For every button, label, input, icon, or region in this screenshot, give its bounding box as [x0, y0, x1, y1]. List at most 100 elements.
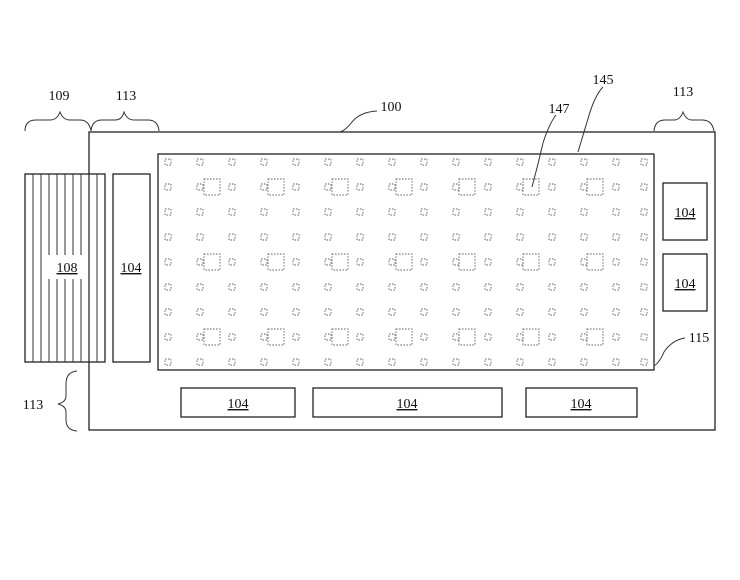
pixel-site	[324, 308, 332, 316]
led-element	[458, 253, 476, 271]
pixel-site	[388, 333, 396, 341]
pixel-site	[484, 208, 492, 216]
pixel-site	[356, 183, 364, 191]
pixel-site	[548, 183, 556, 191]
pixel-site	[640, 183, 648, 191]
pixel-site	[196, 208, 204, 216]
pixel-site	[484, 183, 492, 191]
pixel-site	[324, 258, 332, 266]
led-element	[267, 328, 285, 346]
pixel-site	[260, 308, 268, 316]
pixel-site	[640, 333, 648, 341]
led-element	[586, 253, 604, 271]
pixel-site	[452, 283, 460, 291]
pixel-site	[640, 208, 648, 216]
brace-113-top-left	[90, 110, 160, 132]
led-element	[267, 178, 285, 196]
chip-104-bottom-right: 104	[525, 387, 638, 418]
pixel-site	[516, 158, 524, 166]
pixel-site	[580, 358, 588, 366]
pixel-site	[580, 258, 588, 266]
pixel-site	[196, 258, 204, 266]
pixel-site	[324, 158, 332, 166]
pixel-site	[260, 358, 268, 366]
chip-104-left: 104	[112, 173, 151, 363]
pixel-site	[228, 208, 236, 216]
pixel-site	[612, 183, 620, 191]
led-element	[395, 328, 413, 346]
led-element	[267, 253, 285, 271]
pixel-site	[640, 308, 648, 316]
pixel-site	[196, 233, 204, 241]
pixel-site	[292, 158, 300, 166]
led-element	[522, 178, 540, 196]
pixel-site	[292, 258, 300, 266]
brace-113-left	[57, 370, 78, 432]
label-113-left: 113	[23, 398, 43, 413]
pixel-site	[580, 183, 588, 191]
pixel-site	[452, 333, 460, 341]
pixel-site	[196, 283, 204, 291]
pixel-site	[516, 283, 524, 291]
label-145: 145	[593, 73, 614, 88]
pixel-site	[388, 258, 396, 266]
pixel-site	[484, 258, 492, 266]
pixel-site	[420, 333, 428, 341]
pixel-site	[164, 358, 172, 366]
chip-104-bottom-left: 104	[180, 387, 296, 418]
connector-108: 108	[24, 173, 106, 363]
pixel-site	[612, 308, 620, 316]
pixel-site	[260, 158, 268, 166]
led-element	[331, 328, 349, 346]
pixel-site	[164, 233, 172, 241]
pixel-site	[420, 233, 428, 241]
brace-113-top-right	[653, 110, 715, 132]
pixel-site	[484, 233, 492, 241]
led-element	[522, 253, 540, 271]
label-100: 100	[381, 100, 402, 115]
chip-104-right-bottom: 104	[662, 253, 708, 312]
leader-147	[531, 114, 557, 188]
pixel-site	[196, 333, 204, 341]
led-element	[395, 253, 413, 271]
label-109: 109	[49, 89, 70, 104]
pixel-site	[164, 208, 172, 216]
pixel-site	[164, 333, 172, 341]
pixel-site	[388, 158, 396, 166]
label-104-left: 104	[121, 261, 142, 276]
label-104-right-bottom: 104	[675, 277, 696, 292]
pixel-site	[484, 308, 492, 316]
pixel-site	[260, 258, 268, 266]
pixel-site	[484, 283, 492, 291]
pixel-site	[612, 233, 620, 241]
pixel-site	[612, 283, 620, 291]
pixel-site	[324, 283, 332, 291]
pixel-site	[548, 233, 556, 241]
pixel-site	[324, 183, 332, 191]
led-element	[203, 178, 221, 196]
pixel-site	[260, 208, 268, 216]
pixel-site	[580, 233, 588, 241]
pixel-site	[356, 208, 364, 216]
pixel-site	[484, 333, 492, 341]
pixel-site	[196, 183, 204, 191]
pixel-site	[420, 158, 428, 166]
substrate-100	[88, 131, 716, 431]
pixel-site	[612, 158, 620, 166]
pixel-site	[292, 333, 300, 341]
pixel-site	[548, 258, 556, 266]
pixel-site	[196, 358, 204, 366]
pixel-site	[388, 208, 396, 216]
pixel-site	[516, 183, 524, 191]
pixel-site	[420, 183, 428, 191]
led-element	[203, 328, 221, 346]
led-element	[458, 328, 476, 346]
pixel-site	[388, 283, 396, 291]
led-element	[395, 178, 413, 196]
pixel-site	[164, 308, 172, 316]
pixel-site	[228, 233, 236, 241]
pixel-site	[356, 333, 364, 341]
pixel-site	[516, 208, 524, 216]
pixel-site	[388, 308, 396, 316]
display-array-115	[157, 153, 655, 371]
